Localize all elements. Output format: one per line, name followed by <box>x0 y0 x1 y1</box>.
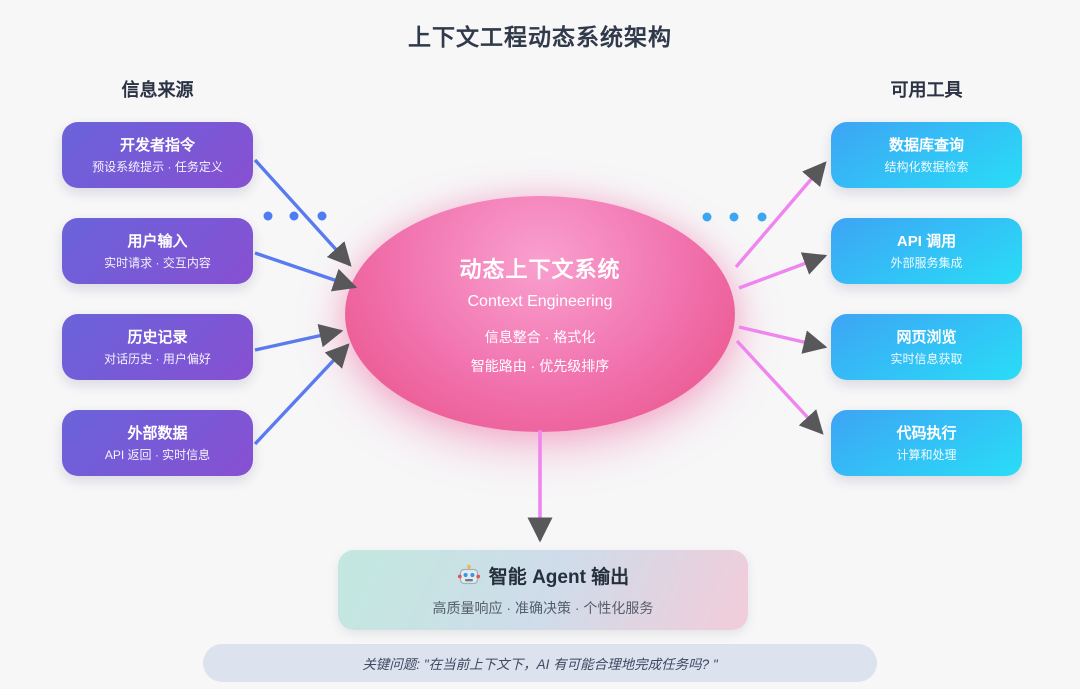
card-title: 网页浏览 <box>896 328 957 346</box>
arrow-external-to-hub <box>253 343 350 446</box>
arrow-hub-to-browse <box>738 325 828 354</box>
arrow-hub-to-database <box>734 161 827 269</box>
card-subtitle: 实时信息获取 <box>890 351 963 366</box>
key-question-pill: 关键问题: "在当前上下文下，AI 有可能合理地完成任务吗? " <box>203 644 877 682</box>
tool-arrows <box>734 161 828 435</box>
source-card-developer-instructions: 开发者指令 预设系统提示 · 任务定义 <box>62 122 253 188</box>
key-question-text: 关键问题: "在当前上下文下，AI 有可能合理地完成任务吗? " <box>362 657 718 672</box>
hub-subtitle: Context Engineering <box>467 293 613 310</box>
agent-output-card: 智能 Agent 输出 高质量响应 · 准确决策 · 个性化服务 <box>338 550 748 630</box>
output-title: 智能 Agent 输出 <box>488 567 630 588</box>
card-subtitle: 结构化数据检索 <box>884 159 969 174</box>
card-title: 数据库查询 <box>888 136 964 154</box>
source-card-history: 历史记录 对话历史 · 用户偏好 <box>62 314 253 380</box>
input-arrows <box>253 158 358 446</box>
arrow-hub-to-api <box>738 252 828 290</box>
card-subtitle: 对话历史 · 用户偏好 <box>104 351 211 366</box>
tool-card-database-query: 数据库查询 结构化数据检索 <box>831 122 1022 188</box>
tools-header: 可用工具 <box>890 80 963 100</box>
card-title: 开发者指令 <box>119 136 195 154</box>
card-title: 代码执行 <box>896 424 957 442</box>
card-title: API 调用 <box>896 232 957 250</box>
ellipsis-dots-left <box>263 211 327 221</box>
tool-card-web-browse: 网页浏览 实时信息获取 <box>831 314 1022 380</box>
card-subtitle: 外部服务集成 <box>890 255 963 270</box>
card-subtitle: 实时请求 · 交互内容 <box>104 255 211 270</box>
hub-caption-1: 信息整合 · 格式化 <box>484 329 596 345</box>
arrow-developer-to-hub <box>253 158 352 267</box>
hub-title: 动态上下文系统 <box>459 257 621 282</box>
card-title: 外部数据 <box>127 424 188 442</box>
hub-ellipse-dynamic-context-system: 动态上下文系统 Context Engineering 信息整合 · 格式化 智… <box>345 196 735 432</box>
tool-card-code-execution: 代码执行 计算和处理 <box>831 410 1022 476</box>
robot-icon <box>457 564 481 588</box>
arrow-user-to-hub <box>254 251 358 292</box>
arrow-hub-to-code <box>735 339 824 435</box>
card-subtitle: API 返回 · 实时信息 <box>104 447 211 462</box>
hub-caption-2: 智能路由 · 优先级排序 <box>470 358 610 374</box>
sources-header: 信息来源 <box>121 80 194 100</box>
source-card-user-input: 用户输入 实时请求 · 交互内容 <box>62 218 253 284</box>
card-subtitle: 预设系统提示 · 任务定义 <box>92 159 223 174</box>
card-subtitle: 计算和处理 <box>896 447 957 462</box>
source-card-external-data: 外部数据 API 返回 · 实时信息 <box>62 410 253 476</box>
arrow-history-to-hub <box>254 324 344 352</box>
output-subtitle: 高质量响应 · 准确决策 · 个性化服务 <box>432 600 654 616</box>
ellipsis-dots-right <box>702 212 767 222</box>
page-title: 上下文工程动态系统架构 <box>408 24 672 50</box>
tool-card-api-call: API 调用 外部服务集成 <box>831 218 1022 284</box>
card-title: 历史记录 <box>127 328 188 346</box>
card-title: 用户输入 <box>127 232 188 250</box>
